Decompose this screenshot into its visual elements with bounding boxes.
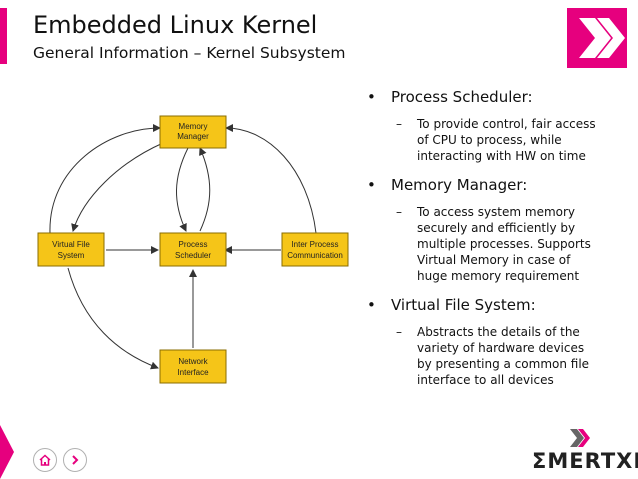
arrow-ipc-to-memory <box>225 124 317 234</box>
detail-line: To provide control, fair access <box>417 117 596 131</box>
bullet-list: • Process Scheduler: – To provide control… <box>365 88 630 388</box>
box-inter-process-communication: Inter Process Communication <box>281 232 349 267</box>
slide-subtitle: General Information – Kernel Subsystem <box>33 44 346 62</box>
svg-text:Memory: Memory <box>179 122 208 131</box>
bullet-marker: • <box>367 296 376 314</box>
detail-line: Virtual Memory in case of <box>417 253 571 267</box>
home-button[interactable] <box>33 448 57 472</box>
brand-text: MERTXE <box>547 449 638 473</box>
bullet-detail: – To access system memory securely and e… <box>365 204 630 284</box>
bullet-marker: • <box>367 88 376 106</box>
box-virtual-file-system: Virtual File System <box>37 232 105 267</box>
arrow-vfs-to-memory <box>49 124 161 234</box>
dash-marker: – <box>396 205 402 219</box>
bullet-detail: – To provide control, fair access of CPU… <box>365 116 630 164</box>
bullet-heading-text: Process Scheduler: <box>391 88 533 106</box>
box-process-scheduler: Process Scheduler <box>159 232 227 267</box>
svg-text:System: System <box>58 251 85 260</box>
arrow-memory-to-vfs <box>71 142 164 232</box>
svg-text:Inter Process: Inter Process <box>291 240 338 249</box>
detail-line: by presenting a common file <box>417 357 590 371</box>
arrow-vfs-to-network <box>67 267 159 370</box>
brand-prefix: Σ <box>532 449 548 473</box>
slide-title: Embedded Linux Kernel <box>33 11 318 39</box>
detail-line: Abstracts the details of the <box>417 325 580 339</box>
bullet-marker: • <box>367 176 376 194</box>
home-icon <box>39 454 51 466</box>
dash-marker: – <box>396 117 402 131</box>
svg-text:Virtual File: Virtual File <box>52 240 90 249</box>
accent-bar <box>0 8 7 64</box>
chevron-right-icon <box>72 455 79 465</box>
detail-line: interface to all devices <box>417 373 554 387</box>
corner-accent <box>0 425 14 479</box>
svg-text:Interface: Interface <box>177 368 209 377</box>
bullet-heading: • Memory Manager: <box>365 176 630 194</box>
arrow-memory-to-scheduler <box>176 147 189 232</box>
box-network-interface: Network Interface <box>159 349 227 384</box>
brand-logo: ΣMERTXE <box>532 449 638 473</box>
detail-line: securely and efficiently by <box>417 221 576 235</box>
next-button[interactable] <box>63 448 87 472</box>
svg-text:Scheduler: Scheduler <box>175 251 211 260</box>
kernel-subsystem-diagram: Memory Manager Virtual File System Proce… <box>37 115 349 384</box>
detail-line: of CPU to process, while <box>417 133 562 147</box>
bullet-heading: • Process Scheduler: <box>365 88 630 106</box>
box-memory-manager: Memory Manager <box>159 115 227 149</box>
bullet-heading: • Virtual File System: <box>365 296 630 314</box>
svg-text:Process: Process <box>179 240 208 249</box>
svg-text:Manager: Manager <box>177 132 209 141</box>
detail-line: multiple processes. Supports <box>417 237 591 251</box>
detail-line: interacting with HW on time <box>417 149 586 163</box>
detail-line: huge memory requirement <box>417 269 580 283</box>
dash-marker: – <box>396 325 402 339</box>
svg-text:Network: Network <box>178 357 208 366</box>
detail-line: variety of hardware devices <box>417 341 585 355</box>
detail-line: To access system memory <box>417 205 576 219</box>
bullet-detail: – Abstracts the details of the variety o… <box>365 324 630 388</box>
arrow-scheduler-to-memory <box>199 147 211 232</box>
svg-text:Communication: Communication <box>287 251 343 260</box>
bullet-heading-text: Virtual File System: <box>391 296 536 314</box>
bullet-heading-text: Memory Manager: <box>391 176 528 194</box>
emertxe-logo-mark <box>570 429 590 447</box>
corner-logo-icon <box>567 8 627 68</box>
